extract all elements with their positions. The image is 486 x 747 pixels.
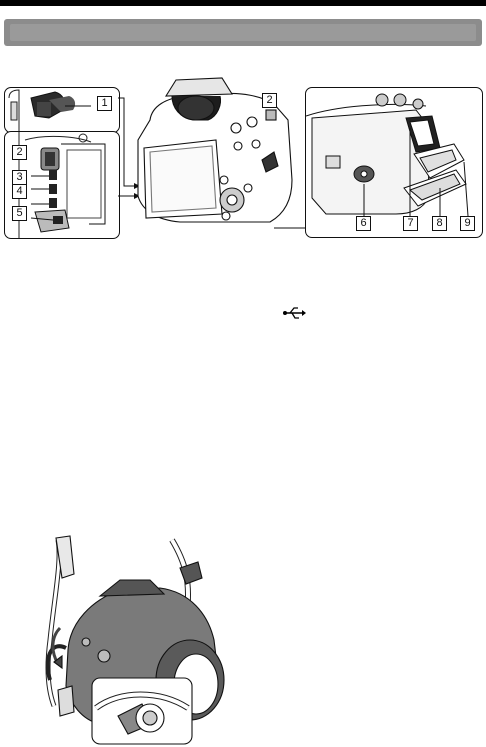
strap-illustration xyxy=(0,0,486,747)
